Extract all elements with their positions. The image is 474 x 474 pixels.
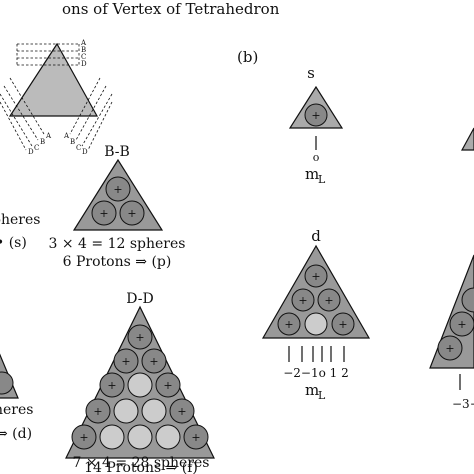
d-d-protons: 14 Protons ⇒ (f) (84, 460, 198, 474)
vertex-cut-diagram: A B C D A B C D A B C D (0, 39, 113, 156)
cut-letter-b-right: B (70, 138, 75, 146)
vertex-triangle (8, 42, 99, 117)
b-b-plus: + (113, 183, 122, 196)
d-ml-values: −2−1o 1 2 (283, 366, 349, 380)
b-b-plus: + (99, 207, 108, 220)
cut-letter-a: A (80, 39, 87, 47)
edge-triangle-bottom: + + −3− (429, 254, 474, 411)
cut-letter-d: D (81, 60, 87, 68)
d-ml-ticks (288, 346, 345, 362)
d-sphere (291, 288, 315, 312)
d-sphere (317, 288, 341, 312)
edge-plus: + (445, 342, 454, 355)
b-b-sphere (91, 200, 117, 226)
s-label: s (307, 64, 315, 82)
s-ml-label: m (305, 165, 319, 183)
d-d-plus: + (177, 405, 186, 418)
d-plus: + (324, 294, 333, 307)
cut-letter-d-right: D (82, 148, 88, 156)
cut-letter-a-left: A (45, 132, 52, 140)
d-d-plus: + (107, 379, 116, 392)
d-d-plus: + (191, 431, 200, 444)
b-b-sphere (105, 176, 131, 202)
cut-letter-d-left: D (28, 148, 34, 156)
d-sphere (304, 264, 328, 288)
d-sphere-center (304, 312, 328, 336)
d-label: d (311, 227, 321, 245)
d-sphere (277, 312, 301, 336)
section-c-c-partial (0, 353, 19, 399)
d-orbital: d + + + + + −2−1o 1 2 m L (261, 227, 371, 402)
d-d-spheres: 7 × 4 = 28 spheres (73, 455, 210, 471)
s-sphere (304, 103, 328, 127)
s-orbital: s + o m L (288, 64, 344, 186)
d-d-sphere (127, 324, 153, 350)
d-d-plus: + (163, 379, 172, 392)
edge-triangle-top (460, 127, 474, 151)
b-b-spheres: 3 × 4 = 12 spheres (49, 236, 186, 252)
section-b-b: B-B + + + 3 × 4 = 12 spheres 6 Protons ⇒… (49, 144, 186, 270)
s-ml-value: o (313, 151, 320, 164)
d-d-sphere (169, 398, 195, 424)
b-b-sphere (119, 200, 145, 226)
cut-letter-c-left: C (34, 144, 39, 152)
panel-b-label: (b) (237, 48, 258, 66)
d-d-sphere-light (155, 424, 181, 450)
d-d-plus: + (93, 405, 102, 418)
d-d-plus: + (79, 431, 88, 444)
d-d-sphere-light (127, 372, 153, 398)
d-ml-label: m (305, 381, 319, 399)
d-plus: + (284, 318, 293, 331)
d-d-sphere-light (141, 398, 167, 424)
d-d-sphere (183, 424, 209, 450)
d-d-plus: + (149, 355, 158, 368)
d-plus: + (311, 270, 320, 283)
cut-letter-a-right: A (63, 132, 70, 140)
d-d-sphere (155, 372, 181, 398)
s-plus: + (311, 109, 320, 122)
section-d-d: D-D + + + + + + + + + (65, 291, 215, 459)
edge-plus: + (457, 318, 466, 331)
cut-letter-c: C (81, 53, 86, 61)
cut-letter-c-right: C (76, 144, 81, 152)
edge-ml-values: −3− (452, 397, 474, 411)
b-b-label: B-B (104, 144, 130, 160)
d-d-sphere (141, 348, 167, 374)
b-b-plus: + (127, 207, 136, 220)
d-d-sphere (113, 348, 139, 374)
d-d-plus: + (121, 355, 130, 368)
c-c-spheres-partial: heres (0, 402, 33, 418)
d-d-sphere-light (113, 398, 139, 424)
d-d-sphere (71, 424, 97, 450)
cut-letter-b: B (81, 46, 86, 54)
d-d-sphere (99, 372, 125, 398)
d-plus: + (298, 294, 307, 307)
cut-letter-b-left: B (40, 138, 45, 146)
d-sphere (331, 312, 355, 336)
d-plus: + (338, 318, 347, 331)
d-d-plus: + (135, 331, 144, 344)
diagram-title: ons of Vertex of Tetrahedron (62, 0, 280, 18)
d-d-sphere (85, 398, 111, 424)
d-ml-sub: L (318, 389, 326, 402)
a-a-spheres-partial: pheres (0, 212, 40, 228)
b-b-protons: 6 Protons ⇒ (p) (63, 254, 172, 270)
s-ml-sub: L (318, 173, 326, 186)
d-d-sphere-light (127, 424, 153, 450)
c-c-protons-partial: ⇒ (d) (0, 426, 32, 442)
cut-lines (0, 43, 113, 151)
d-d-label: D-D (126, 291, 153, 307)
a-a-protons-partial: • (s) (0, 235, 27, 251)
d-d-sphere-light (99, 424, 125, 450)
